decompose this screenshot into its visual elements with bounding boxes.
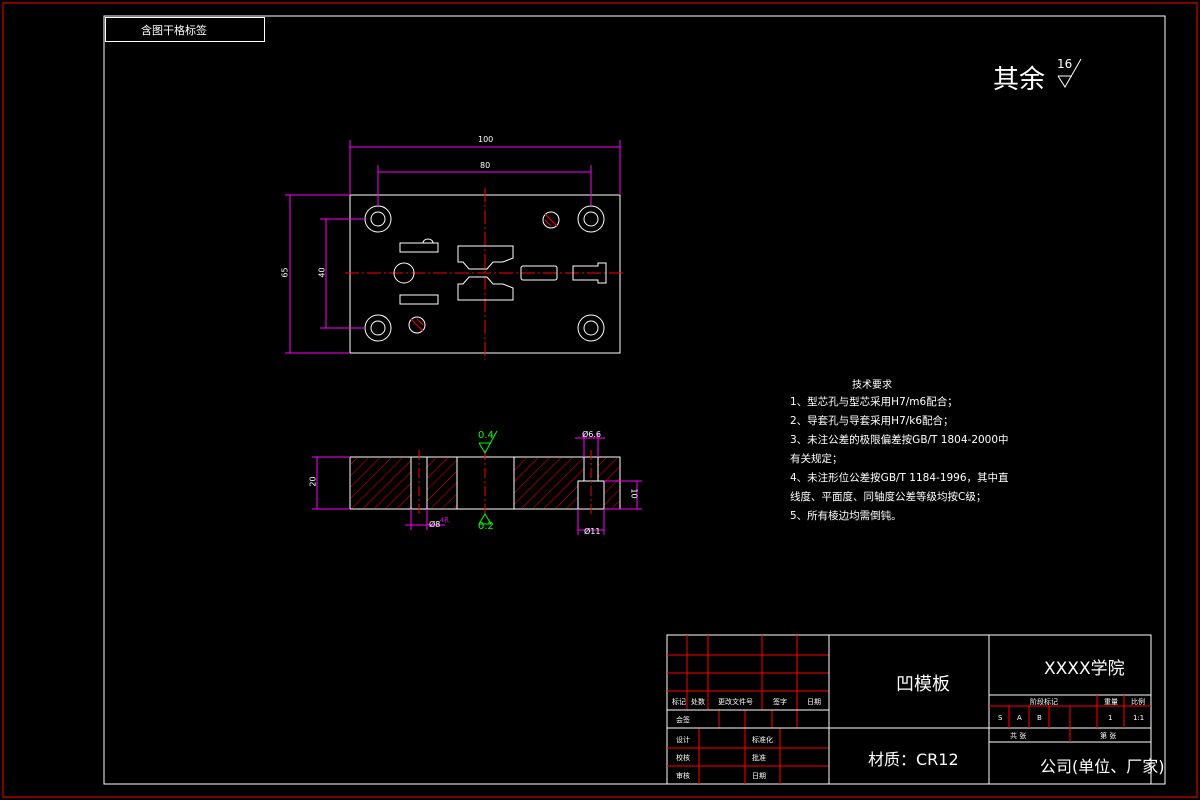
- dim-text-80: 80: [480, 161, 491, 170]
- tb-row-check: 校核: [676, 754, 690, 762]
- tb-scale-value: 1:1: [1133, 714, 1145, 722]
- dim-100: [349, 140, 621, 195]
- tech-req-5: 5、所有棱边均需倒钝。: [790, 510, 902, 522]
- tb-row-countersign: 会签: [676, 716, 690, 724]
- guide-hole-bl: [364, 314, 392, 342]
- dim-6-6: [575, 433, 605, 457]
- dim-text-label-small: 4孔: [440, 517, 450, 524]
- dim-40: [320, 218, 365, 329]
- dim-text-11: Ø11: [584, 527, 601, 536]
- tb-header-count: 处数: [691, 698, 705, 706]
- company-name: 公司(单位、厂家): [1040, 757, 1165, 776]
- screw-hole-right: [572, 262, 607, 284]
- tb-stage-b: B: [1037, 714, 1042, 722]
- title-block: [666, 634, 1152, 785]
- tech-req-3b: 有关规定；: [790, 453, 843, 465]
- corner-label: 含图干格标签: [105, 17, 265, 42]
- tb-weight-label: 重量: [1104, 698, 1118, 706]
- dim-20: [312, 456, 350, 510]
- tb-sheet-number: 第 张: [1100, 732, 1117, 740]
- dim-text-6-6: Ø6.6: [582, 430, 602, 439]
- tech-req-4b: 线度、平面度、同轴度公差等级均按C级；: [790, 491, 987, 503]
- tb-header-mark: 标记: [672, 698, 686, 706]
- part-name: 凹模板: [896, 674, 950, 695]
- roughness-note-value: 16: [1057, 57, 1073, 71]
- pin-hole-top: [542, 211, 560, 229]
- center-hole-left: [393, 262, 415, 284]
- dim-10: [604, 480, 642, 510]
- dim-65: [285, 194, 350, 354]
- slot-top-left: [399, 238, 439, 253]
- slot-right: [520, 265, 558, 281]
- tb-weight-value: 1: [1108, 714, 1113, 722]
- tb-header-doc: 更改文件号: [718, 698, 753, 706]
- roughness-symbol-bottom: [478, 513, 492, 525]
- tech-req-2: 2、导套孔与导套采用H7/k6配合；: [790, 415, 954, 427]
- tech-requirements-title: 技术要求: [852, 380, 892, 391]
- material: 材质：CR12: [868, 750, 959, 769]
- top-view: [285, 140, 625, 360]
- tb-mid-date: 日期: [752, 772, 766, 780]
- tech-req-1: 1、型芯孔与型芯采用H7/m6配合；: [790, 396, 958, 408]
- tb-header-sign: 签字: [773, 698, 787, 706]
- die-cavity: [457, 245, 514, 301]
- guide-hole-tl: [364, 205, 392, 233]
- guide-hole-tr: [577, 205, 605, 233]
- dim-text-100: 100: [478, 135, 494, 144]
- school-name: XXXX学院: [1044, 659, 1125, 679]
- tb-stage-s: S: [998, 714, 1003, 722]
- tb-row-design: 设计: [676, 736, 690, 744]
- dim-text-10: 10: [629, 488, 639, 499]
- tb-row-review: 审核: [676, 772, 690, 780]
- roughness-text-bottom: 0.2: [478, 521, 494, 532]
- slot-bottom-left: [399, 294, 439, 305]
- pin-hole-bottom: [408, 316, 426, 334]
- tb-header-date: 日期: [807, 698, 821, 706]
- dim-text-20: 20: [308, 476, 318, 487]
- guide-hole-br: [577, 314, 605, 342]
- roughness-symbol-top: [478, 430, 498, 455]
- dim-8: [405, 509, 445, 530]
- section-view: [312, 430, 642, 535]
- inner-border: [103, 15, 1166, 785]
- dim-text-65: 65: [280, 267, 290, 278]
- tech-req-3: 3、未注公差的极限偏差按GB/T 1804-2000中: [790, 434, 1009, 446]
- tb-mid-approve: 批准: [752, 754, 766, 762]
- tb-sheets-total: 共 张: [1010, 732, 1027, 740]
- tb-stage-label: 阶段标记: [1030, 698, 1058, 706]
- dim-text-8: Ø8: [429, 520, 441, 529]
- roughness-symbol-general: [1057, 58, 1082, 88]
- tb-mid-standard: 标准化: [752, 736, 773, 744]
- dim-80: [377, 165, 592, 206]
- roughness-text-top: 0.4: [478, 430, 494, 441]
- dim-text-40: 40: [317, 267, 327, 278]
- tb-stage-a: A: [1017, 714, 1022, 722]
- tb-scale-label: 比例: [1131, 698, 1145, 706]
- dim-11: [577, 509, 605, 535]
- tech-req-4: 4、未注形位公差按GB/T 1184-1996，其中直: [790, 472, 1009, 484]
- roughness-note: 其余: [993, 65, 1046, 95]
- hatch-left: [351, 458, 457, 508]
